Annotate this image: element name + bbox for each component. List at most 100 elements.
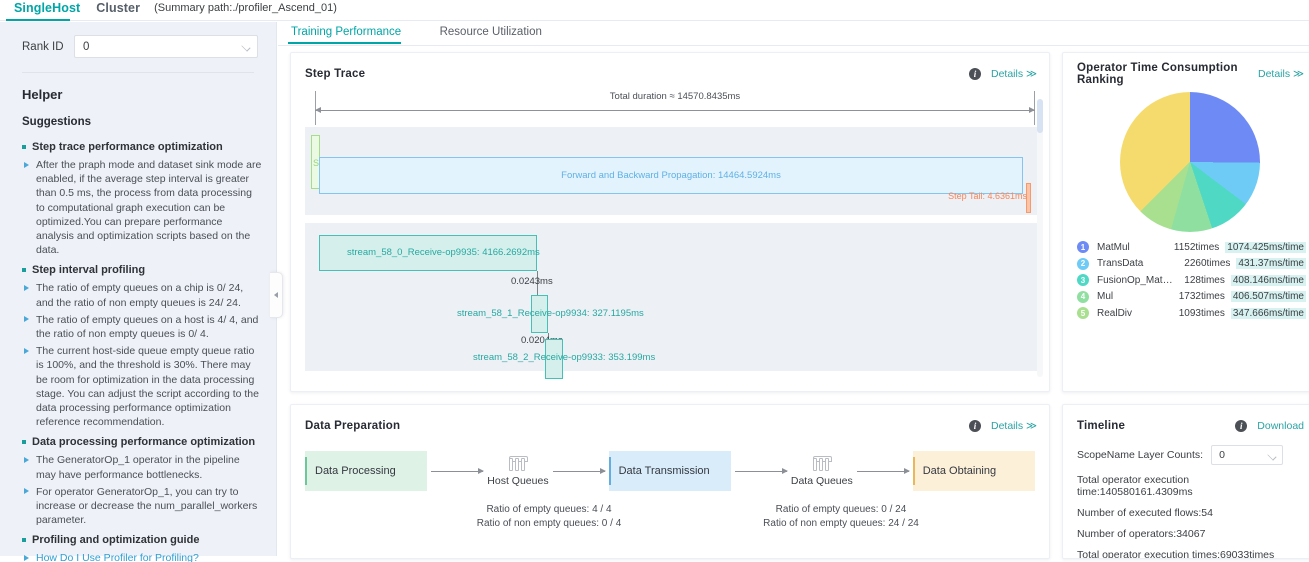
chevron-down-icon <box>1267 451 1277 461</box>
operator-ranking-actions: Details ≫ <box>1258 68 1304 80</box>
step-trace-stream-chart: stream_58_0_Receive-op9935: 4166.2692ms … <box>305 223 1037 379</box>
legend-row[interactable]: 5 RealDiv 1093times 347.666ms/time <box>1077 305 1306 322</box>
legend-row[interactable]: 3 FusionOp_MatMul... 128times 408.146ms/… <box>1077 272 1306 289</box>
host-queue-ratios: Ratio of empty queues: 4 / 4 Ratio of no… <box>469 503 629 531</box>
timeline-header: Timeline i Download <box>1063 405 1309 435</box>
node-host-queues[interactable]: Host Queues <box>487 455 549 487</box>
step-tail-bar[interactable] <box>1026 183 1031 213</box>
info-icon[interactable]: i <box>968 420 981 432</box>
info-icon[interactable]: i <box>968 68 981 80</box>
data-nonempty-ratio: Ratio of non empty queues: 24 / 24 <box>763 518 919 529</box>
data-preparation-title: Data Preparation <box>305 420 401 432</box>
node-data-queues-label: Data Queues <box>790 474 853 487</box>
stream-connector-0 <box>537 271 538 309</box>
stream-label-0: stream_58_0_Receive-op9935: 4166.2692ms <box>347 247 540 258</box>
step-trace-scrollbar[interactable] <box>1037 99 1043 377</box>
node-data-queues[interactable]: Data Queues <box>790 455 853 487</box>
sidebar: Rank ID 0 Helper Suggestions Step trace … <box>0 22 277 562</box>
operator-ranking-details-link[interactable]: Details ≫ <box>1257 68 1304 80</box>
scopename-select[interactable]: 0 <box>1211 445 1284 465</box>
operator-ranking-title: Operator Time Consumption Ranking <box>1077 62 1238 86</box>
data-preparation-header: Data Preparation i Details ≫ <box>291 405 1049 435</box>
dashboard-grid: Step Trace i Details ≫ Total duration ≈ … <box>290 52 1309 559</box>
rank-id-select[interactable]: 0 <box>74 35 258 58</box>
operator-times: 1152times <box>1173 241 1220 253</box>
suggestion-item: The ratio of empty queues on a host is 4… <box>22 313 262 341</box>
step-trace-actions: i Details ≫ <box>968 68 1037 80</box>
data-preparation-flow: Data Processing Host Queues Data Transmi… <box>305 451 1036 491</box>
forward-backward-label: Forward and Backward Propagation: 14464.… <box>561 170 781 181</box>
rank-badge: 3 <box>1077 274 1089 287</box>
top-tab-singlehost[interactable]: SingleHost <box>8 0 90 19</box>
chevron-left-icon <box>274 292 278 298</box>
step-trace-card: Step Trace i Details ≫ Total duration ≈ … <box>290 52 1050 392</box>
tab-resource-utilization[interactable]: Resource Utilization <box>439 26 542 38</box>
timeline-card: Timeline i Download ScopeName Layer Coun… <box>1062 404 1309 559</box>
stream-bar-0[interactable] <box>319 235 537 271</box>
suggestion-group: Step interval profiling The ratio of emp… <box>22 263 262 429</box>
node-data-obtaining[interactable]: Data Obtaining <box>912 451 1036 491</box>
rank-badge: 1 <box>1077 241 1089 254</box>
sidebar-collapse-handle[interactable] <box>270 272 283 318</box>
data-empty-ratio: Ratio of empty queues: 0 / 24 <box>775 504 907 515</box>
sidebar-divider <box>22 72 254 73</box>
operator-times: 128times <box>1184 274 1225 286</box>
stream-gap-1: 0.0204ms <box>521 335 563 346</box>
node-data-processing-label: Data Processing <box>315 465 396 477</box>
data-queue-ratios: Ratio of empty queues: 0 / 24 Ratio of n… <box>751 503 931 531</box>
scopename-row: ScopeName Layer Counts: 0 <box>1077 445 1302 465</box>
timeline-body: ScopeName Layer Counts: 0 Total operator… <box>1063 435 1309 558</box>
scopename-value: 0 <box>1219 449 1225 461</box>
data-preparation-details-link[interactable]: Details ≫ <box>990 420 1037 432</box>
legend-row[interactable]: 4 Mul 1732times 406.507ms/time <box>1077 289 1306 306</box>
operator-name: RealDiv <box>1097 307 1133 319</box>
top-navigation-bar: SingleHost Cluster (Summary path:./profi… <box>0 0 1309 21</box>
suggestion-item: After the praph mode and dataset sink mo… <box>22 158 262 257</box>
timeline-stat: Number of operators:34067 <box>1077 528 1206 540</box>
data-preparation-ratios: Ratio of empty queues: 4 / 4 Ratio of no… <box>291 503 1049 537</box>
operator-pie-chart[interactable] <box>1119 92 1260 232</box>
tab-training-performance[interactable]: Training Performance <box>288 22 414 44</box>
operator-legend: 1 MatMul 1152times 1074.425ms/time 2 Tra… <box>1063 237 1309 322</box>
forward-backward-bar[interactable]: Forward and Backward Propagation: 14464.… <box>319 157 1023 194</box>
timeline-download-link[interactable]: Download <box>1257 420 1304 432</box>
operator-ms: 408.146ms/time <box>1230 274 1306 286</box>
suggestions-list: Step trace performance optimization Afte… <box>0 128 276 562</box>
info-icon[interactable]: i <box>1235 420 1248 432</box>
rank-badge: 4 <box>1077 290 1089 303</box>
stream-bar-1[interactable] <box>531 295 548 333</box>
stream-label-1: stream_58_1_Receive-op9934: 327.1195ms <box>457 308 644 319</box>
legend-row[interactable]: 1 MatMul 1152times 1074.425ms/time <box>1077 239 1306 256</box>
timeline-actions: i Download <box>1235 420 1304 432</box>
node-data-transmission[interactable]: Data Transmission <box>608 451 731 491</box>
operator-ms: 1074.425ms/time <box>1225 241 1306 253</box>
arrow-icon <box>431 467 485 474</box>
step-trace-body: Total duration ≈ 14570.8435ms Step Inter… <box>305 89 1043 379</box>
rank-badge: 2 <box>1077 257 1089 270</box>
stream-bar-2[interactable] <box>545 339 563 379</box>
step-tail-label: Step Tail: 4.6361ms <box>948 191 1027 201</box>
node-data-obtaining-label: Data Obtaining <box>922 465 997 477</box>
operator-times: 2260times <box>1184 258 1231 270</box>
operator-times: 1093times <box>1178 307 1225 319</box>
suggestion-group: Profiling and optimization guide How Do … <box>22 533 262 562</box>
arrow-icon <box>856 467 910 474</box>
step-trace-details-link[interactable]: Details ≫ <box>990 68 1037 80</box>
node-data-processing[interactable]: Data Processing <box>305 451 428 491</box>
suggestion-group-head: Profiling and optimization guide <box>22 533 262 548</box>
summary-path: (Summary path:./profiler_Ascend_01) <box>154 2 337 14</box>
profiler-guide-link[interactable]: How Do I Use Profiler for Profiling? <box>22 551 262 562</box>
host-empty-ratio: Ratio of empty queues: 4 / 4 <box>486 504 612 515</box>
total-duration-label: Total duration ≈ 14570.8435ms <box>609 91 741 102</box>
suggestion-item: The current host-side queue empty queue … <box>22 344 262 429</box>
step-trace-title: Step Trace <box>305 68 366 80</box>
legend-row[interactable]: 2 TransData 2260times 431.37ms/time <box>1077 256 1306 273</box>
step-trace-phase-chart: Step Interval: 101.615ms Forward and Bac… <box>305 127 1037 215</box>
operator-name: TransData <box>1097 258 1144 270</box>
operator-name: Mul <box>1097 291 1114 303</box>
top-tab-cluster[interactable]: Cluster <box>96 1 141 15</box>
host-nonempty-ratio: Ratio of non empty queues: 0 / 4 <box>476 518 622 529</box>
scrollbar-thumb[interactable] <box>1037 99 1043 133</box>
operator-name: MatMul <box>1097 241 1130 253</box>
